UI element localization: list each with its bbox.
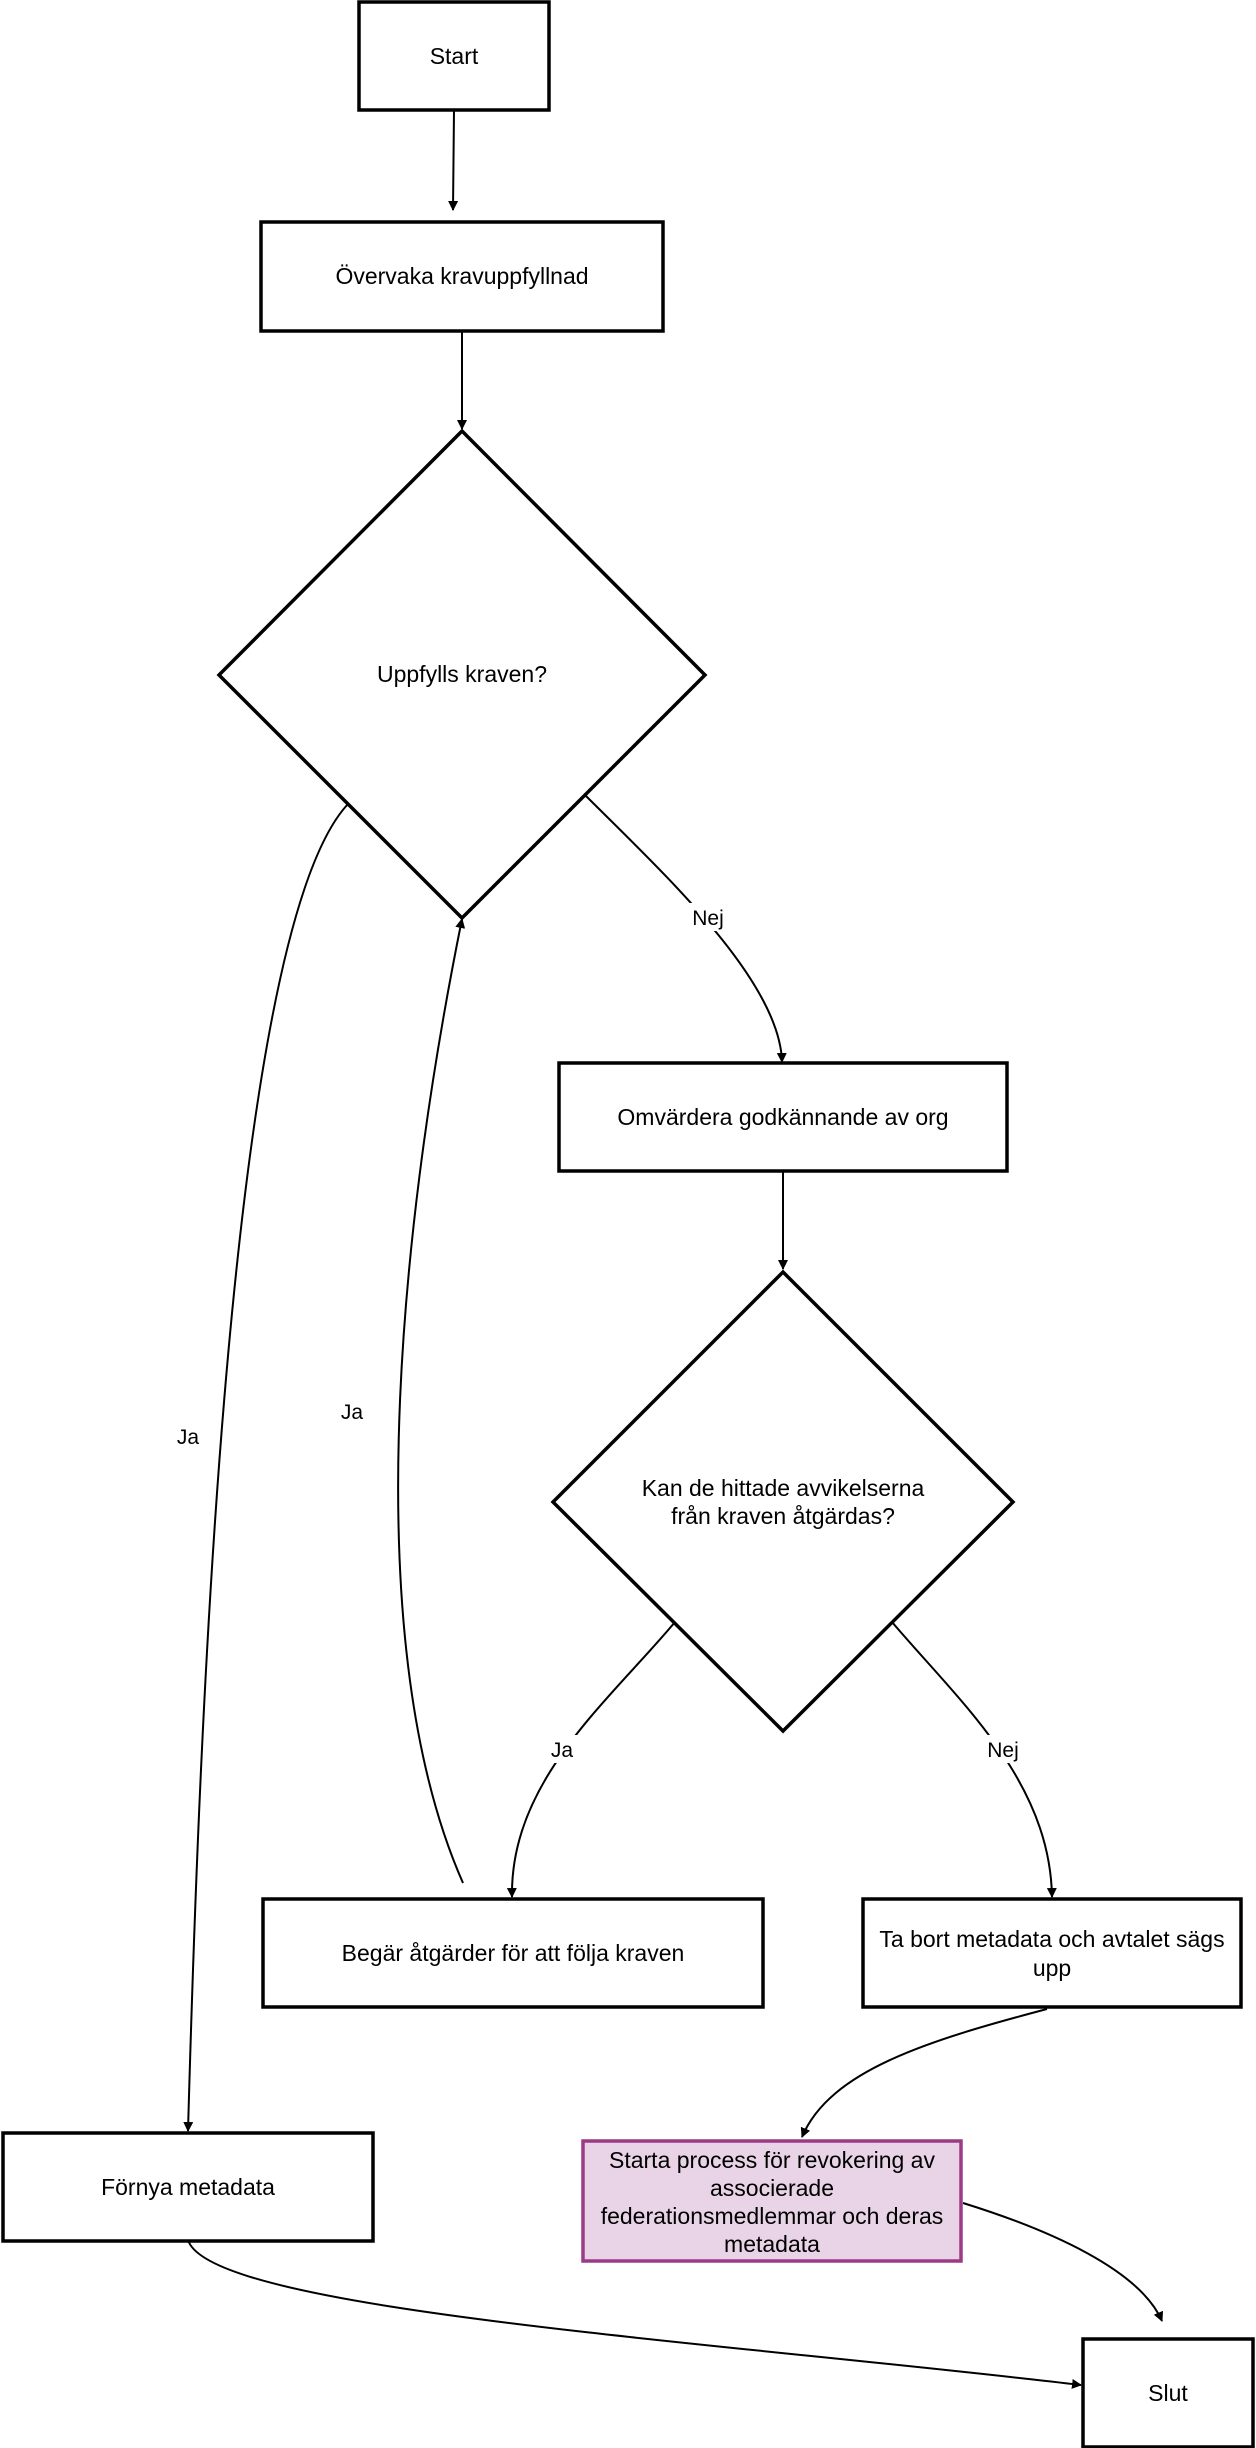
node-remove-metadata: Ta bort metadata och avtalet sägs upp xyxy=(861,1897,1243,2009)
svg-text:Övervaka kravuppfyllnad: Övervaka kravuppfyllnad xyxy=(335,263,588,289)
edge-renew-to-end xyxy=(187,2239,1082,2389)
svg-text:från kraven åtgärdas?: från kraven åtgärdas? xyxy=(671,1503,895,1529)
edge-label-decision2-no: Nej xyxy=(982,1735,1024,1763)
svg-text:Ta bort metadata och avtalet s: Ta bort metadata och avtalet sägs xyxy=(879,1926,1224,1952)
edge-decision2-no-to-remove xyxy=(891,1621,1057,1898)
svg-text:upp: upp xyxy=(1033,1955,1071,1981)
svg-text:Begär åtgärder för att följa k: Begär åtgärder för att följa kraven xyxy=(342,1940,685,1966)
edge-label-decision1-yes: Ja xyxy=(170,1422,206,1450)
svg-text:Uppfylls kraven?: Uppfylls kraven? xyxy=(377,661,547,687)
edge-label-request-action-back-yes: Ja xyxy=(334,1397,370,1425)
svg-text:Start: Start xyxy=(430,43,479,69)
node-request-action: Begär åtgärder för att följa kraven xyxy=(261,1897,765,2009)
svg-text:metadata: metadata xyxy=(724,2231,820,2257)
edge-label-decision1-no: Nej xyxy=(688,903,728,931)
svg-text:Nej: Nej xyxy=(987,1739,1019,1762)
edge-start-to-monitor xyxy=(448,109,459,211)
edge-request-action-back-to-decision1 xyxy=(397,918,466,1884)
svg-text:Ja: Ja xyxy=(551,1739,574,1762)
node-renew-metadata: Förnya metadata xyxy=(1,2131,375,2243)
node-start: Start xyxy=(357,0,551,112)
edge-remove-to-revoke xyxy=(800,2008,1048,2138)
node-revoke-process: Starta process för revokering av associe… xyxy=(581,2139,963,2263)
edge-decision2-yes-to-request-action xyxy=(506,1621,676,1898)
node-monitor: Övervaka kravuppfyllnad xyxy=(259,220,665,333)
svg-text:Kan de hittade avvikelserna: Kan de hittade avvikelserna xyxy=(642,1475,925,1501)
svg-text:Nej: Nej xyxy=(692,907,724,930)
svg-text:Starta process för revokering: Starta process för revokering av xyxy=(609,2147,935,2173)
edge-decision1-no-to-reevaluate xyxy=(584,794,787,1063)
svg-text:Förnya metadata: Förnya metadata xyxy=(101,2174,275,2200)
node-reevaluate: Omvärdera godkännande av org xyxy=(557,1061,1009,1173)
edge-decision1-yes-to-renew xyxy=(183,803,349,2132)
edge-revoke-to-end xyxy=(962,2202,1164,2322)
svg-text:Ja: Ja xyxy=(177,1426,200,1449)
node-end: Slut xyxy=(1081,2337,1255,2448)
svg-text:federationsmedlemmar och deras: federationsmedlemmar och deras xyxy=(601,2203,944,2229)
svg-text:associerade: associerade xyxy=(710,2175,834,2201)
revoke-box-highlight xyxy=(581,2139,963,2263)
svg-text:Ja: Ja xyxy=(341,1401,364,1424)
svg-text:Omvärdera godkännande av org: Omvärdera godkännande av org xyxy=(617,1104,948,1130)
svg-text:Slut: Slut xyxy=(1148,2380,1188,2406)
node-decision2: Kan de hittade avvikelserna från kraven … xyxy=(550,1269,1016,1734)
node-decision1: Uppfylls kraven? xyxy=(216,428,708,921)
edge-label-decision2-yes: Ja xyxy=(544,1735,580,1763)
